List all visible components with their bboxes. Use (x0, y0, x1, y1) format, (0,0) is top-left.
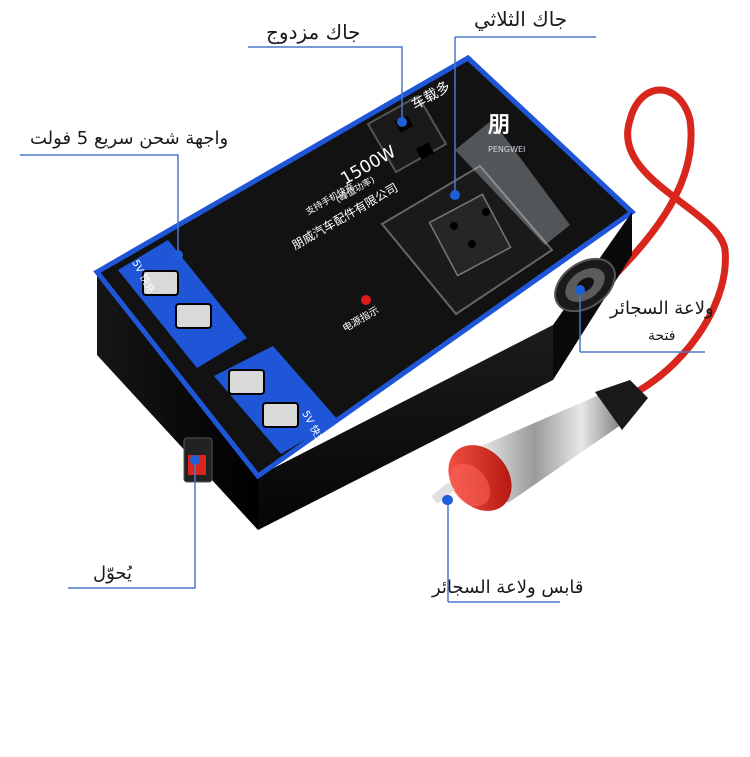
cigarette-plug (431, 380, 648, 511)
label-triple-jack: جاك الثلاثي (474, 7, 568, 31)
callout-lines (20, 36, 705, 603)
brand-char: 朋 (488, 113, 510, 138)
label-usb-fast-charge: واجهة شحن سريع 5 فولت (30, 128, 229, 149)
inverter-body-front (258, 325, 553, 530)
inverter-body-side (97, 272, 258, 530)
dual-jack-socket (366, 94, 448, 174)
triple-jack-socket (380, 164, 554, 316)
cigarette-socket (554, 257, 616, 313)
power-cable (596, 86, 729, 394)
label-cigarette-plug: قابس ولاعة السجائر (432, 577, 584, 598)
label-dual-jack: جاك مزدوج (266, 20, 361, 44)
label-opening: فتحة (648, 328, 676, 344)
usb-panel-bottom: 5V 快充 (214, 346, 338, 454)
brand-sub: PENGWEI (488, 145, 525, 154)
label-switch: يُحوّل (93, 563, 133, 584)
callout-dots (173, 117, 585, 505)
label-cigarette-lighter: ولاعة السجائر (610, 298, 714, 319)
usb-panel-left: 5V 快充 (118, 240, 247, 368)
protective-sticker (455, 120, 570, 245)
power-indicator-led (361, 295, 371, 305)
